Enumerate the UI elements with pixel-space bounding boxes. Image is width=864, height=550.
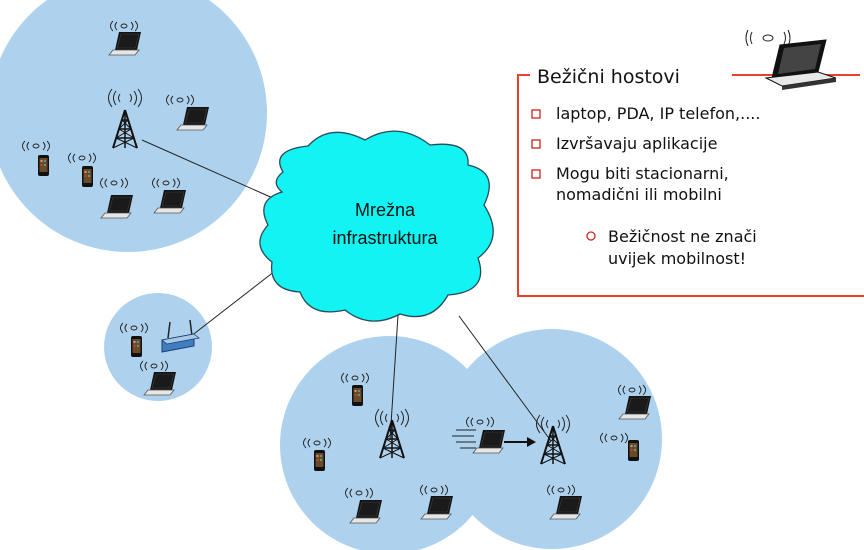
motion-lines [452,429,476,449]
move-arrow [504,437,536,447]
link-tower-bottom-left [389,314,399,441]
callout-laptop-icon [745,29,837,90]
cell-top-left [0,0,267,252]
link-lines [141,139,552,442]
cell-bottom-right [442,329,662,549]
sub-bullet-text-line2: uvijek mobilnost! [608,249,746,268]
link-tower-bottom-right [458,315,552,442]
bullet-icon [531,109,541,119]
callout-title: Bežični hostovi [537,66,680,88]
callout-border [517,74,864,297]
cell-small-left-devices [120,319,200,396]
bullet-icon [531,169,541,179]
link-router [185,263,285,341]
cloud-label-line1: Mrežna [355,200,416,220]
bullet-1-text: laptop, PDA, IP telefon,.... [556,104,760,123]
cloud-label-line2: infrastruktura [332,228,438,248]
cell-small-left [104,293,212,401]
wireless-hosts-callout: Bežični hostovi laptop, PDA, IP telefon,… [517,29,864,297]
sub-bullet-text-line1: Bežičnost ne znači [608,227,757,246]
wifi-router [161,319,200,353]
bullet-3-text-line2: nomadični ili mobilni [556,185,722,204]
bullet-3-text-line1: Mogu biti stacionarni, [556,164,729,183]
bullet-icon [531,139,541,149]
bullet-2-text: Izvršavaju aplikacije [556,134,717,153]
link-tower-top [141,139,276,200]
cell-bottom-left-devices [303,372,536,524]
network-cloud [259,130,494,322]
sub-bullet-icon [586,231,596,241]
